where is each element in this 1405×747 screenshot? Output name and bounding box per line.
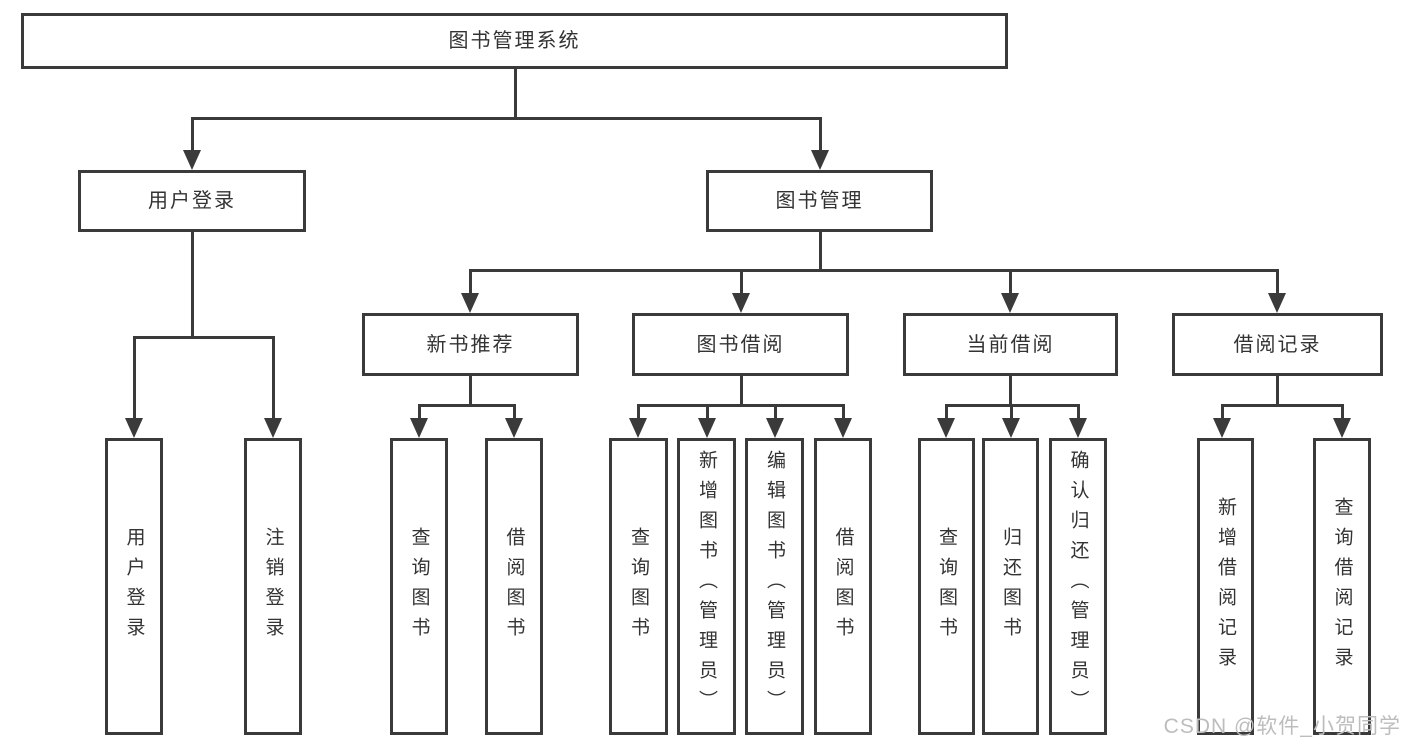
node-leaf-query-books-current: 查询图书: [918, 438, 975, 735]
node-leaf-query-books-borrowing: 查询图书: [609, 438, 668, 735]
node-label: 确认归还（管理员）: [1067, 450, 1089, 720]
arrowhead-down-icon: [834, 418, 852, 438]
connector-stem: [1008, 376, 1012, 407]
node-leaf-borrow-books-borrowing: 借阅图书: [814, 438, 872, 735]
connector-drop: [1340, 405, 1344, 424]
connector-drop: [1220, 405, 1224, 424]
connector-rail: [417, 403, 516, 407]
node-label: 归还图书: [1000, 526, 1021, 647]
node-new-book-recommend: 新书推荐: [362, 313, 579, 376]
arrowhead-down-icon: [410, 418, 428, 438]
node-leaf-add-books-admin: 新增图书（管理员）: [677, 438, 736, 735]
connector-rail: [468, 268, 1279, 272]
node-leaf-user-login: 用户登录: [105, 438, 163, 735]
connector-drop: [636, 405, 640, 424]
connector-stem: [818, 232, 822, 272]
node-label: 查询图书: [628, 526, 649, 647]
connector-drop: [739, 270, 743, 299]
connector-stem: [1275, 376, 1279, 407]
arrowhead-down-icon: [1001, 293, 1019, 313]
arrowhead-down-icon: [461, 293, 479, 313]
connector-drop: [1008, 270, 1012, 299]
node-root: 图书管理系统: [21, 13, 1008, 69]
connector-drop: [512, 405, 516, 424]
connector-rail: [1220, 403, 1344, 407]
arrowhead-down-icon: [1213, 418, 1231, 438]
arrowhead-down-icon: [1333, 418, 1351, 438]
node-leaf-borrow-books-recommend: 借阅图书: [485, 438, 543, 735]
node-user-login-group: 用户登录: [78, 170, 306, 232]
node-label: 当前借阅: [966, 333, 1055, 356]
node-label: 新增图书（管理员）: [696, 450, 717, 720]
connector-rail: [190, 116, 822, 120]
arrowhead-down-icon: [698, 418, 716, 438]
node-book-borrowing: 图书借阅: [632, 313, 849, 376]
connector-drop: [818, 118, 822, 156]
connector-stem: [190, 232, 194, 339]
node-label: 图书管理系统: [448, 30, 581, 52]
node-leaf-query-borrow-record: 查询借阅记录: [1313, 438, 1371, 735]
node-label: 注销登录: [262, 526, 284, 647]
arrowhead-down-icon: [505, 418, 523, 438]
connector-drop: [1009, 405, 1013, 424]
node-label: 查询图书: [408, 526, 430, 647]
connector-drop: [271, 337, 275, 424]
arrowhead-down-icon: [264, 418, 282, 438]
node-label: 查询借阅记录: [1331, 496, 1353, 677]
node-label: 查询图书: [936, 526, 957, 647]
connector-stem: [513, 69, 517, 120]
node-label: 图书管理: [775, 190, 864, 212]
arrowhead-down-icon: [766, 418, 784, 438]
node-label: 借阅图书: [832, 526, 854, 647]
node-label: 用户登录: [148, 190, 236, 212]
connector-drop: [1076, 405, 1080, 424]
connector-stem: [739, 376, 743, 407]
arrowhead-down-icon: [1002, 418, 1020, 438]
node-current-borrowing: 当前借阅: [903, 313, 1118, 376]
arrowhead-down-icon: [811, 150, 829, 170]
node-label: 编辑图书（管理员）: [764, 450, 785, 720]
connector-rail: [636, 403, 845, 407]
arrowhead-down-icon: [629, 418, 647, 438]
connector-drop: [1275, 270, 1279, 299]
connector-drop: [705, 405, 709, 424]
connector-drop: [944, 405, 948, 424]
node-book-management: 图书管理: [706, 170, 933, 232]
arrowhead-down-icon: [937, 418, 955, 438]
connector-drop: [841, 405, 845, 424]
node-leaf-confirm-return-admin: 确认归还（管理员）: [1049, 438, 1107, 735]
node-borrowing-records: 借阅记录: [1172, 313, 1383, 376]
node-label: 用户登录: [123, 526, 145, 647]
node-label: 借阅记录: [1233, 333, 1322, 356]
connector-drop: [190, 118, 194, 156]
connector-drop: [773, 405, 777, 424]
node-label: 借阅图书: [503, 526, 525, 647]
arrowhead-down-icon: [125, 418, 143, 438]
connector-stem: [468, 376, 472, 407]
connector-rail: [132, 335, 275, 339]
watermark: CSDN @软件_小贺同学: [1163, 715, 1401, 738]
node-label: 新书推荐: [426, 333, 515, 356]
arrowhead-down-icon: [732, 293, 750, 313]
arrowhead-down-icon: [1069, 418, 1087, 438]
node-label: 图书借阅: [696, 333, 785, 356]
connector-drop: [417, 405, 421, 424]
node-leaf-add-borrow-record: 新增借阅记录: [1197, 438, 1254, 735]
node-leaf-query-books-recommend: 查询图书: [390, 438, 448, 735]
node-leaf-return-books: 归还图书: [982, 438, 1039, 735]
arrowhead-down-icon: [1268, 293, 1286, 313]
connector-drop: [468, 270, 472, 299]
node-label: 新增借阅记录: [1215, 496, 1236, 677]
connector-drop: [132, 337, 136, 424]
arrowhead-down-icon: [183, 150, 201, 170]
node-leaf-edit-books-admin: 编辑图书（管理员）: [745, 438, 804, 735]
node-leaf-logout-login: 注销登录: [244, 438, 302, 735]
